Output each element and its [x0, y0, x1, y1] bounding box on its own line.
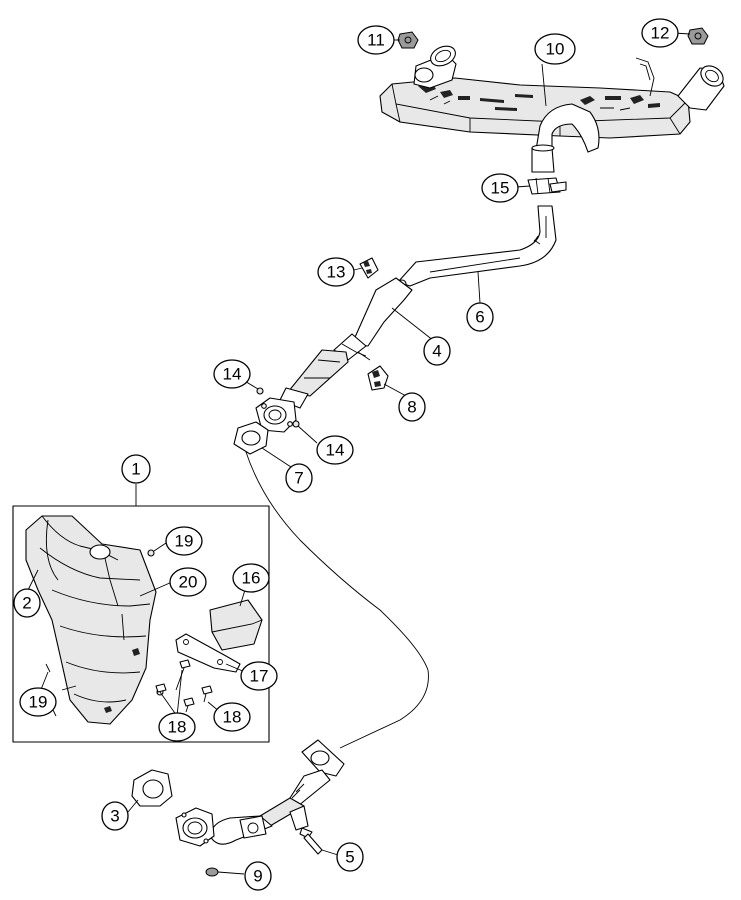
callout-20: 20	[169, 567, 207, 597]
callout-19-lower: 19	[19, 687, 57, 717]
callout-15-label: 15	[491, 179, 510, 198]
callout-20-label: 20	[179, 573, 198, 592]
muffler	[379, 45, 725, 173]
callout-10-label: 10	[546, 40, 565, 59]
callout-2: 2	[13, 588, 41, 618]
isolator-8	[367, 365, 389, 391]
callout-8-label: 8	[407, 398, 416, 417]
callout-18-left: 18	[158, 712, 196, 742]
callout-17-label: 17	[250, 667, 269, 686]
heat-shield-bracket-16	[209, 599, 263, 651]
nut-11	[397, 31, 419, 49]
nut-9	[205, 867, 219, 877]
callout-5: 5	[336, 842, 364, 872]
front-pipe	[175, 739, 345, 847]
resonator-pipe	[255, 277, 413, 433]
callout-1-label: 1	[131, 460, 140, 479]
callout-13: 13	[317, 257, 355, 287]
callout-7-label: 7	[294, 469, 303, 488]
callout-9: 9	[244, 861, 272, 891]
callout-10: 10	[534, 33, 576, 65]
callout-18-left-label: 18	[168, 718, 187, 737]
callout-8: 8	[398, 392, 426, 422]
nut-14-upper	[256, 387, 264, 395]
callout-15: 15	[481, 173, 519, 203]
nut-12	[687, 27, 709, 45]
leader-lines	[26, 32, 691, 875]
callout-7: 7	[285, 463, 313, 493]
exhaust-manifold-converter	[25, 515, 164, 725]
callout-11-label: 11	[367, 31, 385, 50]
callout-13-label: 13	[327, 263, 346, 282]
callout-14-lower: 14	[316, 435, 354, 465]
assembly-line	[245, 451, 429, 749]
callout-6: 6	[466, 302, 494, 332]
callout-14-lower-label: 14	[326, 441, 345, 460]
callout-18-right: 18	[213, 702, 251, 732]
callout-12: 12	[641, 18, 679, 48]
gasket-7	[233, 421, 269, 455]
callout-12-label: 12	[651, 24, 670, 43]
callout-19-upper-label: 19	[175, 532, 194, 551]
callout-3-label: 3	[110, 807, 119, 826]
callout-18-right-label: 18	[223, 708, 242, 727]
callout-4: 4	[423, 336, 451, 366]
isolator-13	[359, 257, 379, 279]
callout-2-label: 2	[22, 594, 31, 613]
callout-5-label: 5	[345, 848, 354, 867]
intermediate-pipe	[397, 205, 557, 289]
callout-19-lower-label: 19	[29, 693, 48, 712]
callout-19-upper: 19	[165, 526, 203, 556]
callout-11: 11	[357, 25, 395, 55]
callout-6-label: 6	[475, 308, 484, 327]
callout-14-upper: 14	[213, 359, 251, 389]
callout-3: 3	[101, 801, 129, 831]
callout-16-label: 16	[242, 569, 261, 588]
callout-16: 16	[232, 563, 270, 593]
nut-14-lower	[292, 420, 300, 428]
callout-9-label: 9	[253, 867, 262, 886]
bolt-5	[299, 827, 323, 855]
callout-17: 17	[240, 661, 278, 691]
gasket-3	[131, 769, 173, 807]
bolts-18	[155, 659, 213, 713]
exhaust-clamp	[527, 177, 567, 195]
callout-1: 1	[121, 454, 151, 484]
nut-19-upper	[147, 549, 155, 557]
support-bracket-17	[175, 633, 241, 673]
callout-4-label: 4	[432, 342, 441, 361]
callout-14-upper-label: 14	[223, 365, 242, 384]
